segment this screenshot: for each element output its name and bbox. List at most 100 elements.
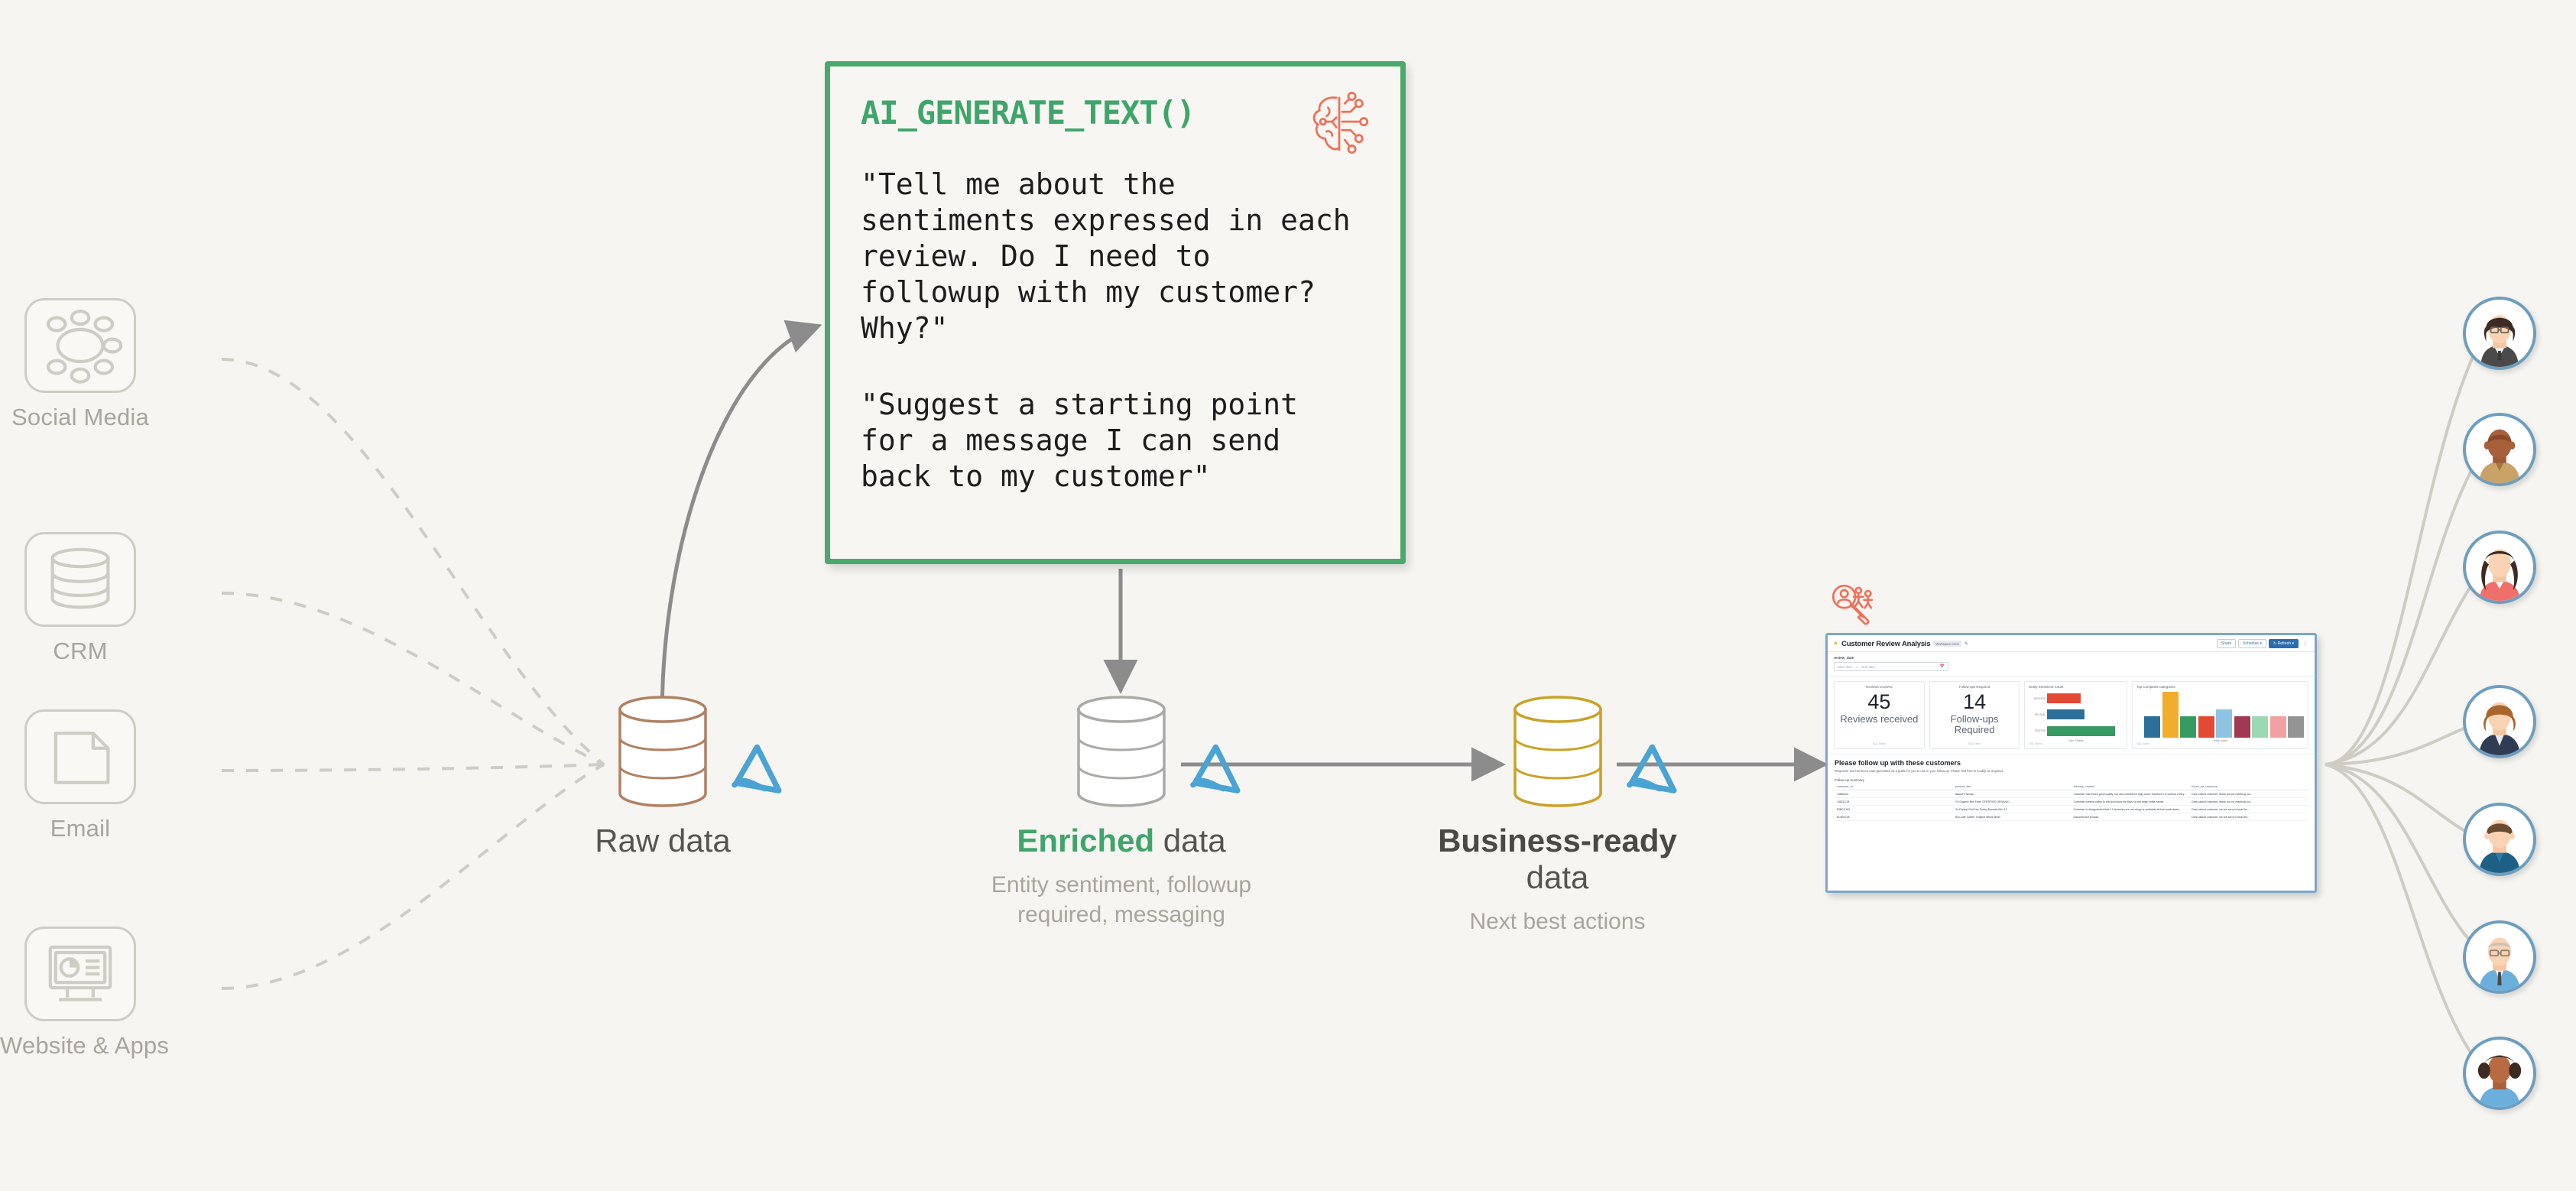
customer-avatar-1[interactable] — [2463, 297, 2536, 370]
kpi-caption: Reviews received — [1840, 713, 1919, 725]
pipeline-label-enriched: Enriched data — [934, 823, 1309, 859]
table-cell: Dear valued customer, thank you for reac… — [2189, 797, 2308, 806]
source-email[interactable]: Email — [0, 709, 161, 842]
end-date-placeholder: End date — [1861, 664, 1876, 669]
complaint-bar[interactable] — [2252, 716, 2269, 738]
sentiment-y-labels: NEGATIVE NEUTRAL POSITIVE — [2029, 691, 2047, 738]
pipeline-label-business-strong: Business-ready — [1438, 823, 1677, 858]
kpi-caption: Follow-ups Required — [1950, 713, 1999, 735]
kpi-card-followups[interactable]: Follow-ups Required 14 Follow-ups Requir… — [1929, 681, 2020, 749]
delta-lake-logo — [1190, 744, 1241, 793]
dashboard-panel[interactable]: ★ Customer Review Analysis Workspace own… — [1825, 633, 2317, 893]
table-cell: Customer prefers coffee to tea and found… — [2071, 797, 2190, 806]
source-website-apps[interactable]: Website & Apps — [0, 927, 170, 1060]
share-button[interactable]: Share — [2216, 639, 2237, 648]
monitor-chart-icon — [24, 927, 136, 1021]
table-cell: Discontinued product — [2071, 813, 2190, 822]
dashboard-header-actions: Share Schedule ▾ ↻ Refresh ▾ ⋮ — [2216, 639, 2309, 648]
avatar-illustration — [2466, 923, 2533, 991]
cylinder-business — [1509, 694, 1677, 809]
date-filter[interactable]: review_date Start date → End date 📅 — [1828, 652, 2315, 677]
complaint-bar[interactable] — [2180, 716, 2197, 738]
more-options-icon[interactable]: ⋮ — [2302, 641, 2308, 647]
chart-title: Entity Sentiment Count — [2029, 685, 2064, 689]
pipeline-node-business[interactable]: Business-ready data Next best actions — [1376, 694, 1739, 936]
kpi-card-reviews[interactable]: Reviews received 45 Reviews received SQL… — [1834, 681, 1925, 749]
dashboard-badge: Workspace owns — [1933, 641, 1961, 647]
customer-avatar-3[interactable] — [2463, 531, 2536, 604]
complaint-bar[interactable] — [2162, 692, 2179, 738]
customer-avatar-4[interactable] — [2463, 685, 2536, 758]
dashboard-header: ★ Customer Review Analysis Workspace own… — [1828, 635, 2315, 652]
followup-section: Please follow up with these customers Re… — [1828, 754, 2315, 776]
pipeline-sub-enriched: Entity sentiment, followup required, mes… — [991, 872, 1252, 927]
complaint-bars — [2136, 692, 2305, 738]
chart-footer: SQL Editor — [2136, 742, 2149, 745]
customer-avatar-6[interactable] — [2463, 920, 2536, 994]
pipeline-label-business: Business-ready data — [1376, 823, 1739, 896]
star-icon[interactable]: ★ — [1833, 640, 1839, 647]
avatar-illustration — [2466, 806, 2533, 873]
filter-label: review_date — [1834, 656, 1854, 660]
ai-function-title: AI_GENERATE_TEXT() — [861, 94, 1196, 131]
customer-avatar-7[interactable] — [2463, 1037, 2536, 1110]
source-label: Social Media — [11, 404, 149, 430]
start-date-placeholder: Start date — [1838, 664, 1853, 669]
chart-title: Top Complaint Categories — [2136, 685, 2175, 689]
table-cell: Customer had mixed good quality, but als… — [2071, 790, 2190, 799]
pipeline-sub-business: Next best actions — [1469, 909, 1646, 934]
complaint-bar[interactable] — [2198, 716, 2214, 738]
table-cell: YS Organic Bee Farm CERTIFIED ORGANIC... — [1952, 797, 2072, 806]
kpi-title: Follow-ups Required — [1958, 685, 1990, 689]
sentiment-bar[interactable] — [2047, 693, 2081, 704]
table-column-header[interactable]: followup_reason — [2071, 784, 2190, 791]
database-icon — [24, 532, 136, 627]
cylinder-raw — [614, 694, 782, 809]
table-cell: Dear valued customer, we are sorry to he… — [2189, 813, 2308, 822]
customer-avatar-5[interactable] — [2463, 803, 2536, 876]
sentiment-y-tick: NEUTRAL — [2034, 712, 2046, 716]
table-cell: 6C4B0725 — [1835, 813, 1953, 822]
pencil-icon[interactable]: ✎ — [1964, 641, 1968, 647]
ai-generate-text-card[interactable]: AI_GENERATE_TEXT() "Tell me about the se… — [825, 61, 1406, 564]
sentiment-bar[interactable] — [2047, 725, 2116, 736]
chart-card-complaints[interactable]: Top Complaint Categories entity_name SQL… — [2132, 681, 2308, 749]
kpi-value: 45 — [1867, 690, 1891, 713]
calendar-icon[interactable]: 📅 — [1939, 664, 1945, 669]
sentiment-bar[interactable] — [2047, 709, 2084, 720]
complaint-bar[interactable] — [2216, 709, 2233, 738]
schedule-button[interactable]: Schedule ▾ — [2238, 639, 2266, 648]
table-column-header[interactable]: customer_id — [1835, 784, 1953, 791]
pipeline-node-enriched[interactable]: Enriched data Entity sentiment, followup… — [934, 694, 1309, 930]
sentiment-x-label: Num. Entities — [2068, 739, 2084, 742]
refresh-button[interactable]: ↻ Refresh ▾ — [2268, 639, 2299, 648]
customer-insights-icon — [1831, 584, 1874, 625]
chart-card-sentiment[interactable]: Entity Sentiment Count NEGATIVE NEUTRAL PO… — [2024, 681, 2128, 749]
sentiment-y-tick: POSITIVE — [2034, 729, 2046, 732]
kpi-footer: SQL Editor — [1873, 742, 1886, 745]
sentiment-y-tick: NEGATIVE — [2033, 697, 2046, 701]
complaint-bar[interactable] — [2234, 716, 2250, 738]
complaint-bar[interactable] — [2288, 716, 2305, 738]
followup-heading: Please follow up with these customers — [1835, 759, 1961, 767]
table-column-header[interactable]: product_title — [1952, 784, 2072, 791]
complaint-bar[interactable] — [2269, 716, 2286, 738]
table-cell: Nature's Nectar — [1952, 790, 2072, 799]
cylinder-enriched — [1072, 694, 1241, 809]
complaint-bar[interactable] — [2144, 716, 2161, 738]
table-column-header[interactable]: follow_up_response — [2189, 784, 2308, 791]
customer-avatar-2[interactable] — [2463, 413, 2536, 486]
source-label: Website & Apps — [0, 1032, 170, 1059]
source-social-media[interactable]: Social Media — [0, 298, 161, 431]
source-crm[interactable]: CRM — [0, 532, 161, 665]
date-range-input[interactable]: Start date → End date 📅 — [1834, 662, 1948, 671]
pipeline-node-raw[interactable]: Raw data — [552, 694, 782, 859]
table-cell: 82BDC102 — [1835, 805, 1953, 814]
